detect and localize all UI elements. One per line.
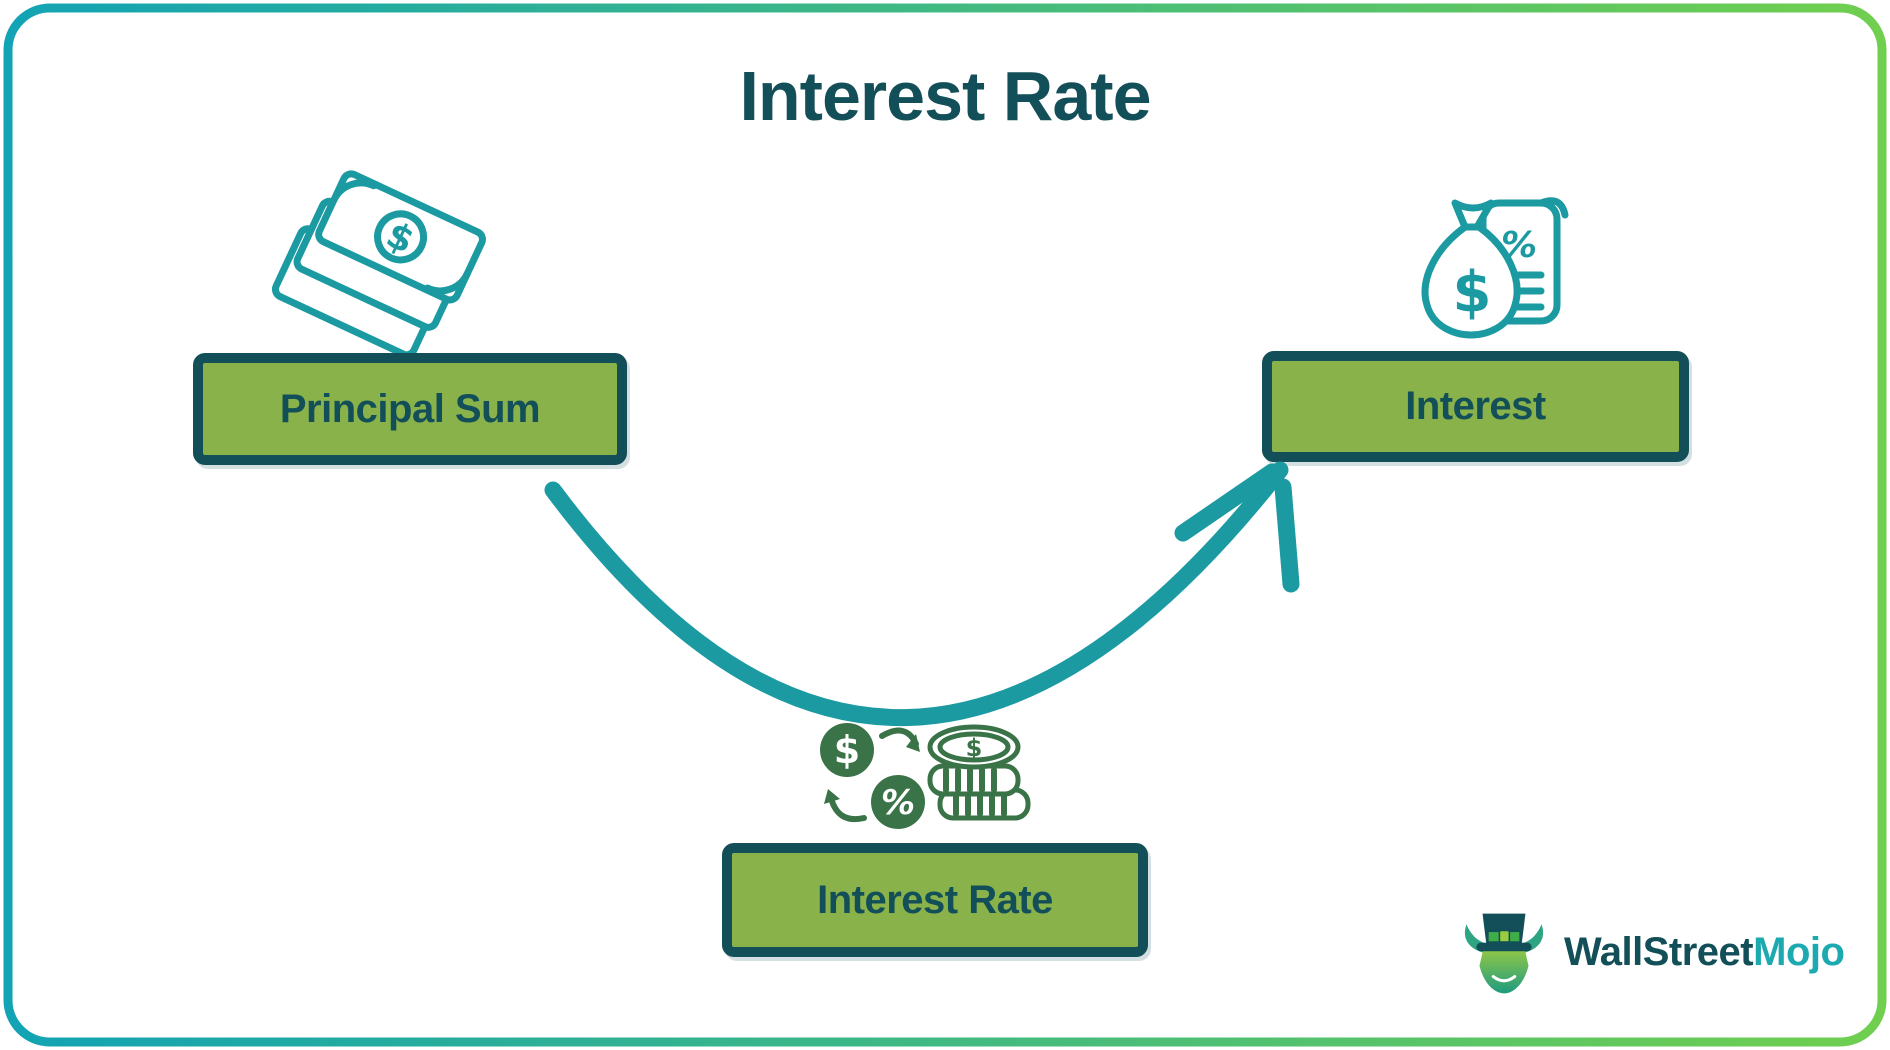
dollar-glyph: $ xyxy=(1453,260,1492,325)
exchange-arrow-up xyxy=(828,795,867,822)
interest-label: Interest xyxy=(1405,384,1546,428)
brand-name: WallStreetMojo xyxy=(1564,929,1845,975)
page-title: Interest Rate xyxy=(739,57,1151,135)
principal-sum-box: Principal Sum xyxy=(193,353,627,465)
principal-sum-label: Principal Sum xyxy=(279,386,541,431)
currency-exchange-coins-icon: $ $ % xyxy=(820,723,1031,829)
interest-box: Interest xyxy=(1262,351,1689,462)
coin-stack: $ xyxy=(927,724,1031,821)
dollar-glyph: $ xyxy=(834,728,860,772)
percent-circle xyxy=(871,775,925,829)
percent-glyph: % xyxy=(881,783,915,823)
interest-rate-label: Interest Rate xyxy=(817,877,1053,922)
bull-mascot-icon xyxy=(1464,913,1544,994)
brand-name-primary: WallStreet xyxy=(1564,929,1754,974)
money-bag-receipt-icon: % $ xyxy=(1421,197,1569,339)
interest-rate-box: Interest Rate xyxy=(722,843,1148,957)
dollar-glyph: $ xyxy=(966,734,983,762)
brand-logo: WallStreetMojo xyxy=(1458,908,1845,996)
money-bills-icon: $ xyxy=(271,170,486,359)
dollar-circle xyxy=(820,723,874,777)
brand-name-accent: Mojo xyxy=(1753,929,1845,974)
